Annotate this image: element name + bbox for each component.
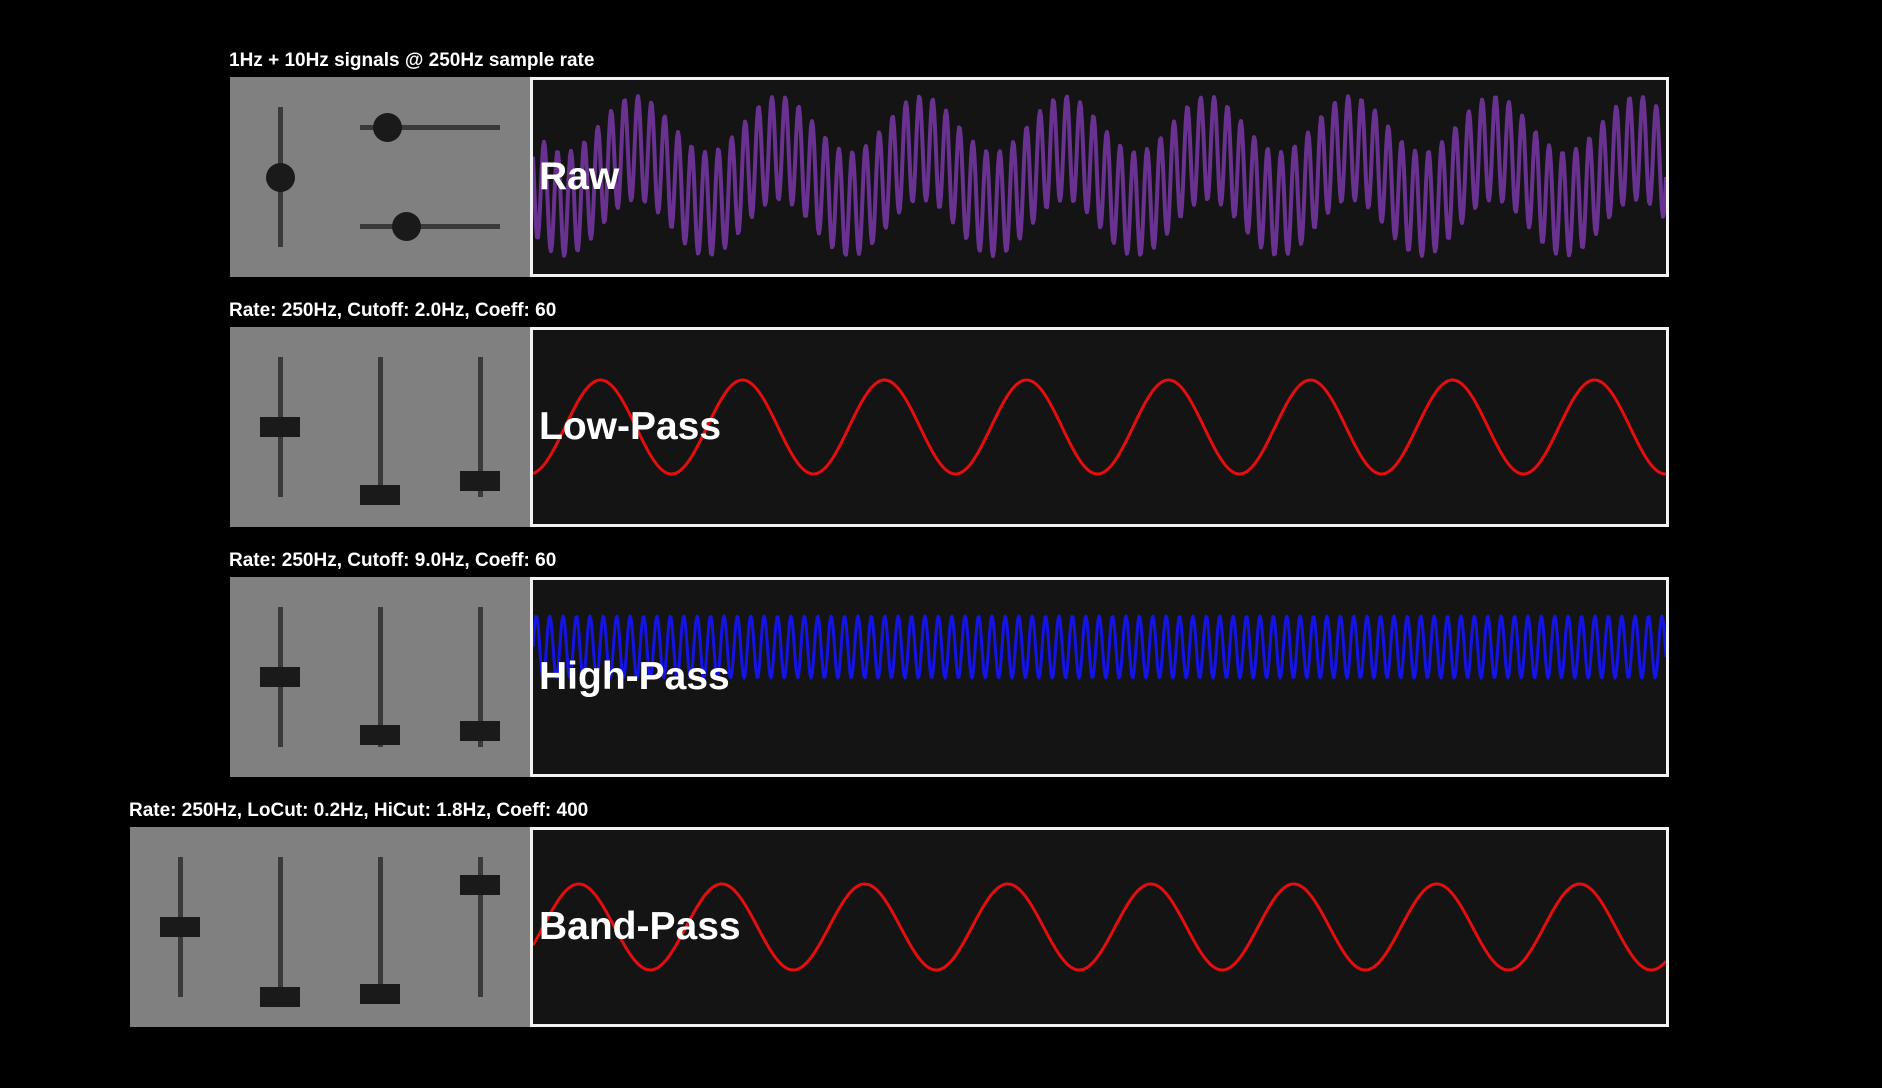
- lowpass-waveform-line: [533, 378, 1666, 476]
- raw-horizontal-slider-2-track[interactable]: [360, 224, 500, 229]
- raw-horizontal-slider-1-knob[interactable]: [373, 113, 402, 142]
- raw-horizontal-slider-1-track[interactable]: [360, 125, 500, 130]
- bandpass-slider-1-handle[interactable]: [160, 917, 200, 937]
- bandpass-slider-2-track[interactable]: [278, 857, 283, 997]
- highpass-slider-3-track[interactable]: [478, 607, 483, 747]
- lowpass-slider-3-handle[interactable]: [460, 471, 500, 491]
- lowpass-slider-1-handle[interactable]: [260, 417, 300, 437]
- lowpass-control-panel: [230, 327, 530, 527]
- highpass-slider-1-handle[interactable]: [260, 667, 300, 687]
- lowpass-row-title: Rate: 250Hz, Cutoff: 2.0Hz, Coeff: 60: [229, 300, 557, 321]
- bandpass-slider-4-handle[interactable]: [460, 875, 500, 895]
- raw-waveform-plot: Raw: [530, 77, 1669, 277]
- bandpass-row-title: Rate: 250Hz, LoCut: 0.2Hz, HiCut: 1.8Hz,…: [129, 800, 589, 821]
- raw-label: Raw: [539, 155, 620, 198]
- highpass-slider-3-handle[interactable]: [460, 721, 500, 741]
- bandpass-slider-4-track[interactable]: [478, 857, 483, 997]
- bandpass-control-panel: [130, 827, 530, 1027]
- raw-control-panel: [230, 77, 530, 277]
- raw-row-title: 1Hz + 10Hz signals @ 250Hz sample rate: [229, 50, 595, 71]
- lowpass-slider-2-handle[interactable]: [360, 485, 400, 505]
- highpass-waveform-plot: High-Pass: [530, 577, 1669, 777]
- highpass-waveform-line: [533, 614, 1666, 680]
- bandpass-waveform-line: [533, 882, 1666, 972]
- lowpass-waveform-plot: Low-Pass: [530, 327, 1669, 527]
- raw-horizontal-slider-2-knob[interactable]: [392, 212, 421, 241]
- highpass-label: High-Pass: [539, 655, 730, 698]
- lowpass-label: Low-Pass: [539, 405, 722, 448]
- highpass-slider-2-handle[interactable]: [360, 725, 400, 745]
- bandpass-waveform-plot: Band-Pass: [530, 827, 1669, 1027]
- raw-waveform-line: [533, 94, 1666, 258]
- highpass-slider-2-track[interactable]: [378, 607, 383, 747]
- bandpass-slider-3-handle[interactable]: [360, 984, 400, 1004]
- highpass-control-panel: [230, 577, 530, 777]
- lowpass-slider-2-track[interactable]: [378, 357, 383, 497]
- bandpass-slider-2-handle[interactable]: [260, 987, 300, 1007]
- bandpass-label: Band-Pass: [539, 905, 741, 948]
- lowpass-slider-3-track[interactable]: [478, 357, 483, 497]
- raw-vertical-slider-knob[interactable]: [266, 163, 295, 192]
- highpass-row-title: Rate: 250Hz, Cutoff: 9.0Hz, Coeff: 60: [229, 550, 557, 571]
- bandpass-slider-3-track[interactable]: [378, 857, 383, 997]
